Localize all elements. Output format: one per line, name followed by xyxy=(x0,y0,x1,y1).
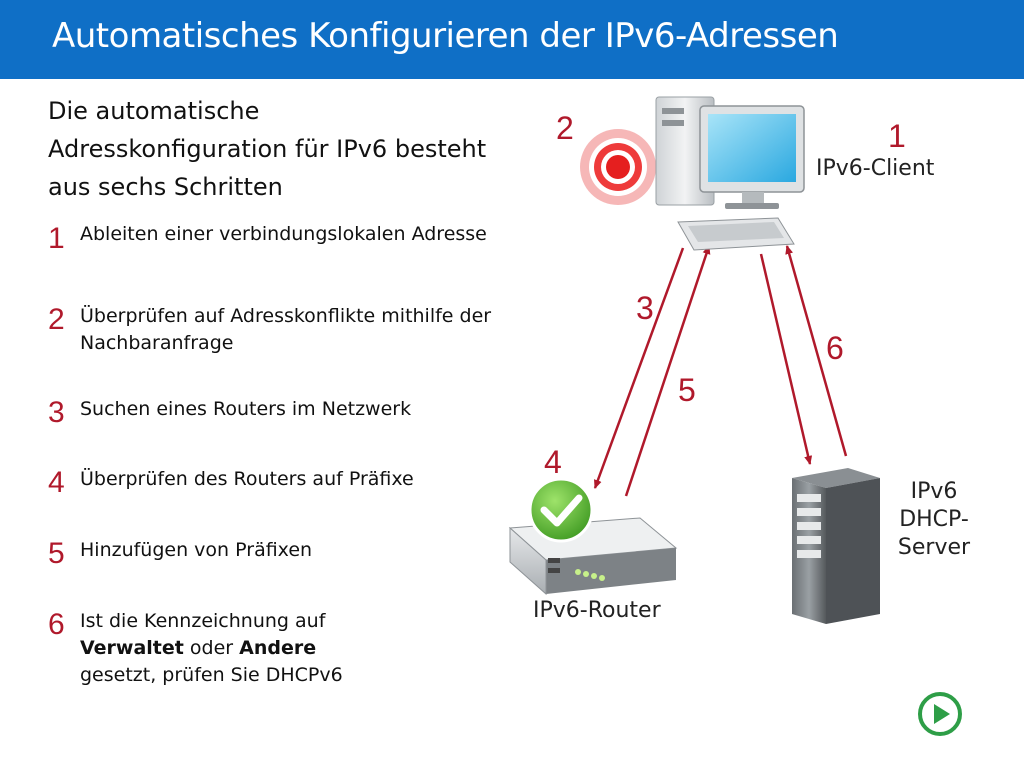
computer-icon xyxy=(655,96,805,251)
router-step-number: 4 xyxy=(544,444,562,480)
server-label-line: IPv6 xyxy=(910,479,958,504)
arrow-router-solicitation xyxy=(593,247,685,489)
router-label: IPv6-Router xyxy=(533,598,661,623)
step-text-bold-other: Andere xyxy=(239,637,317,659)
title-bar: Automatisches Konfigurieren der IPv6-Adr… xyxy=(0,0,1024,79)
step-text: Ist die Kennzeichnung auf Verwaltet oder… xyxy=(80,608,400,689)
intro-text: Die automatische Adresskonfiguration für… xyxy=(48,97,487,201)
step-text: Überprüfen des Routers auf Präfixe xyxy=(80,468,414,490)
client-label: IPv6-Client xyxy=(816,156,935,181)
step-number: 2 xyxy=(48,303,65,336)
step-text: Suchen eines Routers im Netzwerk xyxy=(80,398,412,420)
step-number: 3 xyxy=(48,396,65,429)
server-icon xyxy=(792,468,880,624)
target-icon xyxy=(580,129,656,205)
router-icon xyxy=(508,517,678,596)
flow-number-conflict-check: 2 xyxy=(556,110,574,146)
arrow-router-advertisement xyxy=(624,245,711,497)
server-label: IPv6 DHCP- Server xyxy=(886,478,982,562)
flow-arrows xyxy=(593,245,848,497)
arrow-dhcp-reply xyxy=(785,245,848,457)
step-text-bold-managed: Verwaltet xyxy=(80,637,184,659)
step-text: Überprüfen auf Adresskonflikte mithilfe … xyxy=(80,305,492,354)
play-icon[interactable] xyxy=(918,692,962,736)
flow-number-dhcp: 6 xyxy=(826,330,844,366)
server-label-line: Server xyxy=(897,535,971,560)
step-text-part: oder xyxy=(189,637,234,659)
flow-number-router-solicit: 3 xyxy=(636,290,654,326)
step-text-part: Ist die Kennzeichnung auf xyxy=(80,610,326,632)
step-number: 5 xyxy=(48,537,65,570)
step-text-part: gesetzt, prüfen Sie DHCPv6 xyxy=(80,664,343,686)
step-text: Hinzufügen von Präfixen xyxy=(80,539,313,561)
client-step-number: 1 xyxy=(888,118,906,154)
step-number: 1 xyxy=(48,222,65,255)
step-number: 4 xyxy=(48,466,65,499)
step-text: Ableiten einer verbindungslokalen Adress… xyxy=(80,223,487,245)
page-title: Automatisches Konfigurieren der IPv6-Adr… xyxy=(52,16,839,56)
arrow-dhcp-request xyxy=(759,253,813,465)
step-number: 6 xyxy=(48,608,65,641)
checkmark-icon xyxy=(528,477,594,543)
server-label-line: DHCP- xyxy=(899,507,969,532)
flow-number-router-advert: 5 xyxy=(678,372,696,408)
